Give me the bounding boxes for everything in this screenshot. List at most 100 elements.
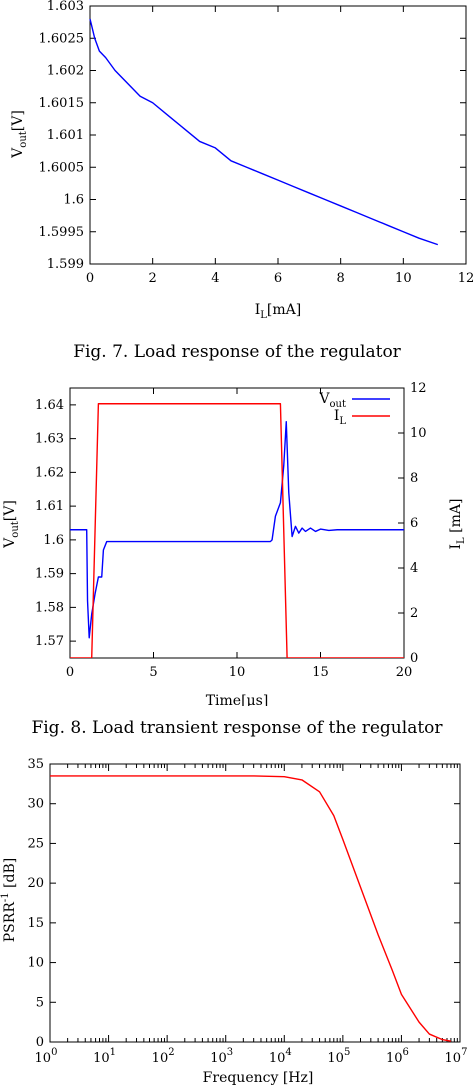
y2-tick-label: 6 <box>410 516 418 531</box>
load-response-chart: 1.5991.59951.61.60051.6011.60151.6021.60… <box>10 0 474 321</box>
plot-frame <box>89 5 467 265</box>
y-axis-label: PSRR-1 [dB] <box>0 858 18 942</box>
y-axis-label: Vout[V] <box>2 500 21 549</box>
x-tick-mantissa: 10 <box>327 1051 344 1066</box>
x-tick-label: 6 <box>274 271 282 286</box>
il-line <box>70 403 404 658</box>
plot-frame <box>49 763 461 1043</box>
x-axis-label: IL[mA] <box>255 302 301 321</box>
x-tick-exponent: 5 <box>344 1047 350 1058</box>
x-tick-mantissa: 10 <box>269 1051 286 1066</box>
y-tick-label: 35 <box>27 757 44 772</box>
x-tick-label: 2 <box>149 271 157 286</box>
y-tick-label: 1.63 <box>35 432 64 447</box>
x-tick-mantissa: 10 <box>386 1051 403 1066</box>
y-tick-label: 1.6 <box>43 533 64 548</box>
plot-border <box>89 5 467 265</box>
x-tick-label: 107 <box>445 1047 468 1066</box>
y2-tick-label: 10 <box>410 426 427 441</box>
x-tick-label: 12 <box>458 271 474 286</box>
x-tick-label: 20 <box>396 665 413 680</box>
x-tick-mantissa: 10 <box>445 1051 462 1066</box>
y2-axis-ticks: 0 2 4 6 8 10 12 <box>398 381 427 666</box>
y-tick-label: 1.6005 <box>39 160 85 175</box>
x-tick-label: 103 <box>210 1047 233 1066</box>
x-tick-exponent: 1 <box>110 1047 116 1058</box>
x-axis-label: Frequency [Hz] <box>203 1070 314 1086</box>
plot-border <box>69 387 405 659</box>
y-tick-label: 25 <box>27 836 44 851</box>
x-axis-label: Time[μs] <box>206 693 269 706</box>
x-tick-label: 4 <box>211 271 219 286</box>
y2-axis-label: IL [mA] <box>448 499 467 550</box>
y-tick-label: 10 <box>27 956 44 971</box>
legend-label: IL <box>334 408 347 427</box>
x-tick-exponent: 3 <box>227 1047 233 1058</box>
y-tick-label: 1.6025 <box>39 31 85 46</box>
x-tick-exponent: 2 <box>168 1047 174 1058</box>
psrr-line <box>50 775 452 1042</box>
y-tick-label: 15 <box>27 916 44 931</box>
x-tick-label: 101 <box>93 1047 116 1066</box>
y-axis-ticks: 1.5991.59951.61.60051.6011.60151.6021.60… <box>39 0 466 272</box>
x-tick-mantissa: 10 <box>210 1051 227 1066</box>
x-tick-label: 106 <box>386 1047 409 1066</box>
load-transient-chart: 1.571.581.591.61.611.621.631.64 02468101… <box>2 381 467 706</box>
x-tick-label: 0 <box>66 665 74 680</box>
y-tick-label: 1.6015 <box>39 96 85 111</box>
x-tick-mantissa: 10 <box>93 1051 110 1066</box>
x-tick-exponent: 4 <box>285 1047 291 1058</box>
x-tick-label: 104 <box>269 1047 292 1066</box>
x-tick-exponent: 7 <box>461 1047 467 1058</box>
y-axis-ticks: 0 5 10 15 20 25 30 35 <box>27 757 460 1050</box>
y-tick-label: 1.62 <box>35 465 64 480</box>
x-tick-exponent: 6 <box>403 1047 409 1058</box>
y-tick-label: 0 <box>36 1035 44 1050</box>
legend-label-main: I <box>334 408 340 424</box>
y-tick-label: 1.6 <box>63 193 84 208</box>
y-tick-label: 1.603 <box>47 0 84 14</box>
y-axis-label: Vout[V] <box>10 110 29 159</box>
plot-frame <box>69 387 405 659</box>
x-tick-label: 105 <box>327 1047 350 1066</box>
y-axis-ticks: 1.571.581.591.61.611.621.631.64 <box>35 398 76 649</box>
y-tick-label: 1.58 <box>35 600 64 615</box>
y-tick-label: 20 <box>27 876 44 891</box>
y2-tick-label: 4 <box>410 561 418 576</box>
figure-caption-8: Fig. 8. Load transient response of the r… <box>31 718 443 738</box>
x-axis-ticks: 0 5 10 15 20 <box>66 388 412 680</box>
y-tick-label: 1.599 <box>47 257 84 272</box>
y-tick-label: 1.57 <box>35 634 64 649</box>
y2-tick-label: 12 <box>410 381 427 396</box>
vout-line <box>70 421 404 639</box>
x-tick-label: 100 <box>35 1047 58 1066</box>
plot-border <box>49 763 461 1043</box>
y-tick-label: 1.601 <box>47 128 84 143</box>
y2-tick-label: 0 <box>410 651 418 666</box>
legend-label: Vout <box>318 391 346 410</box>
x-tick-mantissa: 10 <box>152 1051 169 1066</box>
y2-tick-label: 2 <box>410 606 418 621</box>
figure-caption-7: Fig. 7. Load response of the regulator <box>73 342 401 362</box>
x-tick-mantissa: 10 <box>35 1051 52 1066</box>
x-tick-label: 15 <box>312 665 329 680</box>
x-tick-label: 0 <box>86 271 94 286</box>
x-tick-label: 8 <box>337 271 345 286</box>
legend-label-main: V <box>318 391 330 407</box>
y2-tick-label: 8 <box>410 471 418 486</box>
y-tick-label: 5 <box>36 995 44 1010</box>
y-tick-label: 1.64 <box>35 398 64 413</box>
series-group <box>70 403 404 658</box>
x-tick-label: 10 <box>229 665 246 680</box>
legend-label-sub: L <box>339 416 346 427</box>
y-tick-label: 30 <box>27 797 44 812</box>
y-tick-label: 1.602 <box>47 64 84 79</box>
series-lines <box>70 403 404 658</box>
x-tick-label: 5 <box>149 665 157 680</box>
vout-line <box>89 18 439 246</box>
series-lines <box>89 18 439 246</box>
